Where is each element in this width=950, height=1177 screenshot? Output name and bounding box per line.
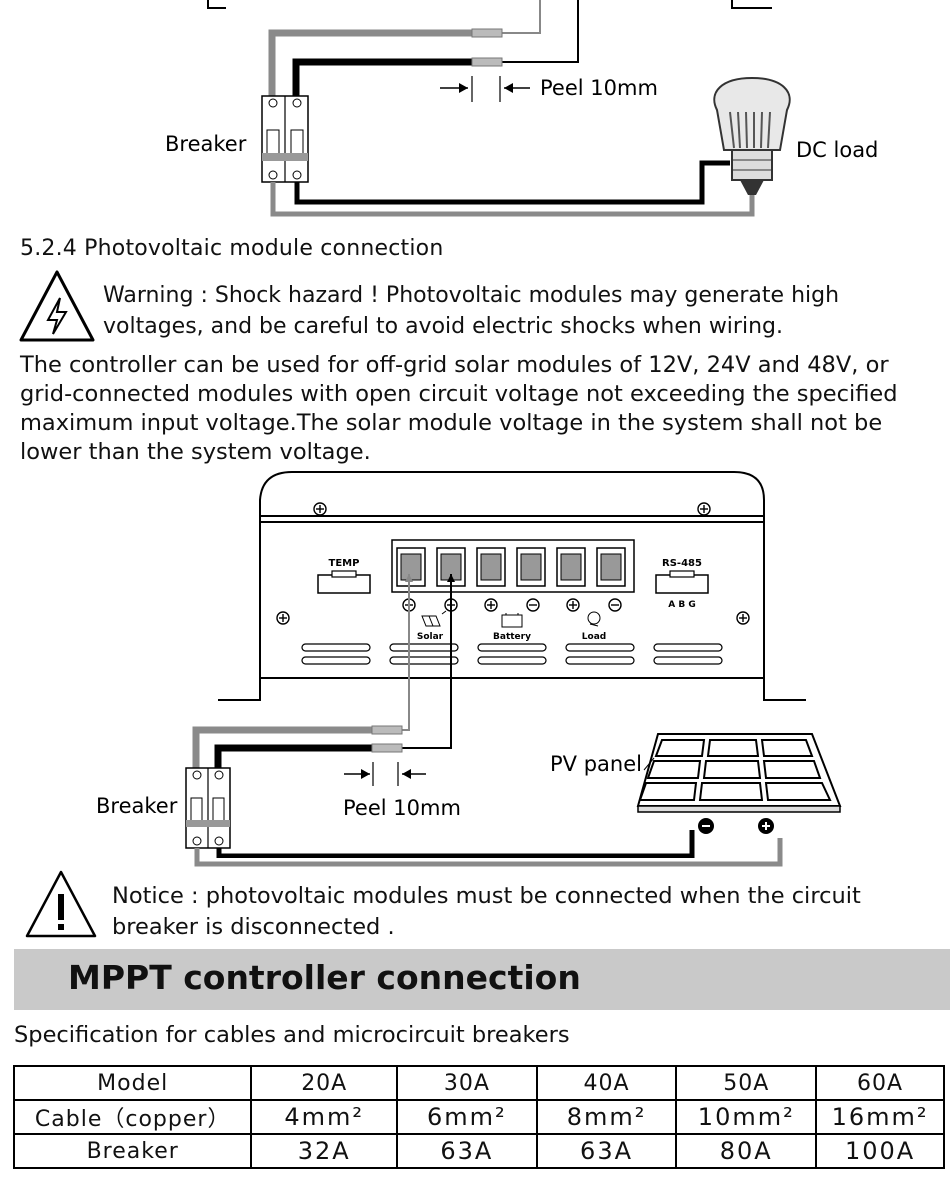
table-cell: 32A: [250, 1133, 399, 1169]
table-row: Model 20A 30A 40A 50A 60A: [12, 1065, 945, 1101]
breaker-label: Breaker: [165, 132, 247, 156]
solar-label: Solar: [417, 632, 444, 642]
shock-hazard-icon: [19, 270, 95, 342]
pv-panel-label: PV panel: [550, 752, 642, 776]
table-cell: 30A: [396, 1065, 538, 1101]
solar-icon: [421, 610, 447, 627]
peel-label: Peel 10mm: [343, 796, 461, 820]
breaker-icon: [185, 767, 231, 849]
table-cell: 20A: [250, 1065, 399, 1101]
table-cell: 40A: [535, 1065, 678, 1101]
table-cell: 60A: [815, 1065, 945, 1101]
dc-load-wiring-diagram: Breaker Peel 10mm DC load: [165, 0, 878, 217]
light-bulb-icon: [713, 76, 791, 195]
battery-label: Battery: [493, 632, 531, 642]
band-title: MPPT controller connection: [68, 958, 581, 997]
breaker-label: Breaker: [96, 794, 178, 818]
table-cell: 8mm²: [535, 1099, 678, 1135]
breaker-icon: [261, 95, 309, 183]
table-cell: 6mm²: [396, 1099, 538, 1135]
table-cell: 16mm²: [815, 1099, 945, 1135]
bulb-icon: [587, 611, 601, 627]
table-cell: 63A: [535, 1133, 678, 1169]
table-cell: 50A: [675, 1065, 818, 1101]
peel-label: Peel 10mm: [540, 76, 658, 100]
table-row: Breaker 32A 63A 63A 80A 100A: [12, 1133, 945, 1169]
spec-title: Specification for cables and microcircui…: [14, 1022, 570, 1048]
pv-return-wire: [194, 858, 783, 867]
load-label: Load: [582, 632, 606, 642]
temp-label: TEMP: [329, 558, 360, 569]
notice-text: Notice : photovoltaic modules must be co…: [112, 883, 861, 940]
warning-text: Warning : Shock hazard ! Photovoltaic mo…: [103, 283, 840, 339]
pv-panel-icon: [636, 733, 842, 834]
table-cell: 80A: [675, 1133, 818, 1169]
table-cell: 10mm²: [675, 1099, 818, 1135]
table-cell: Cable（copper）: [12, 1099, 253, 1135]
spec-table: Model 20A 30A 40A 50A 60A Cable（copper） …: [12, 1065, 945, 1169]
section-band: [14, 949, 950, 1010]
table-cell: Model: [12, 1065, 253, 1101]
battery-icon: [501, 613, 523, 628]
table-row: Cable（copper） 4mm² 6mm² 8mm² 10mm² 16mm²: [12, 1099, 945, 1135]
pv-wiring-diagram: TEMP RS-485 A B G Solar Battery Load: [96, 471, 842, 858]
body-paragraph: The controller can be used for off-grid …: [20, 352, 898, 465]
table-cell: Breaker: [12, 1133, 253, 1169]
rs485-label: RS-485: [662, 558, 702, 569]
dc-load-label: DC load: [796, 138, 878, 162]
section-heading: 5.2.4 Photovoltaic module connection: [20, 236, 444, 261]
notice-warning-icon: [25, 870, 97, 938]
abg-label: A B G: [668, 600, 695, 610]
table-cell: 63A: [396, 1133, 538, 1169]
table-cell: 4mm²: [250, 1099, 399, 1135]
table-cell: 100A: [815, 1133, 945, 1169]
